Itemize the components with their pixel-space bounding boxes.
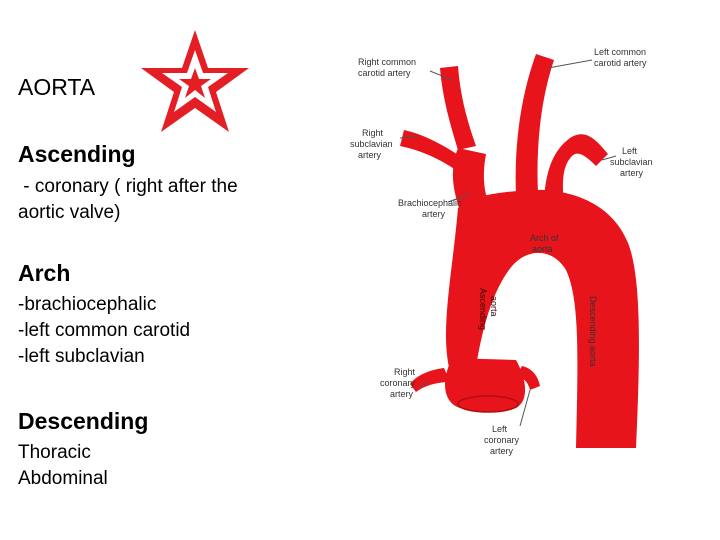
label-ascending-1: Ascending [478, 288, 488, 330]
label-ascending-2: aorta [489, 296, 499, 317]
aorta-artery-shape [400, 54, 639, 448]
label-left-subclavian-2: subclavian [610, 157, 653, 167]
label-right-subclavian-1: Right [362, 128, 384, 138]
label-right-coronary-2: coronary [380, 378, 416, 388]
heading-ascending: Ascending [18, 141, 136, 167]
label-right-common-carotid-2: carotid artery [358, 68, 411, 78]
descending-line-1: Thoracic [18, 442, 91, 463]
title-aorta: AORTA [18, 74, 96, 100]
label-left-coronary-1: Left [492, 424, 508, 434]
label-left-subclavian-1: Left [622, 146, 638, 156]
label-left-subclavian-3: artery [620, 168, 644, 178]
label-right-coronary-3: artery [390, 389, 414, 399]
label-arch-1: Arch of [530, 233, 559, 243]
descending-line-2: Abdominal [18, 468, 108, 489]
label-left-common-carotid-2: carotid artery [594, 58, 647, 68]
label-brachiocephalic-2: artery [422, 209, 446, 219]
label-left-common-carotid-1: Left common [594, 47, 646, 57]
heading-descending: Descending [18, 408, 149, 434]
ascending-line-2: aortic valve) [18, 202, 121, 223]
heading-arch: Arch [18, 260, 71, 286]
label-right-common-carotid-1: Right common [358, 57, 416, 67]
arch-line-3: -left subclavian [18, 346, 145, 367]
label-left-coronary-2: coronary [484, 435, 520, 445]
label-right-subclavian-2: subclavian [350, 139, 393, 149]
label-left-coronary-3: artery [490, 446, 514, 456]
label-right-coronary-1: Right [394, 367, 416, 377]
star-icon [141, 30, 249, 132]
arch-line-1: -brachiocephalic [18, 294, 157, 315]
ascending-line-1: - coronary ( right after the [18, 176, 238, 197]
label-brachiocephalic-1: Brachiocephalic [398, 198, 462, 208]
label-right-subclavian-3: artery [358, 150, 382, 160]
label-descending: Descending aorta [588, 296, 598, 367]
arch-line-2: -left common carotid [18, 320, 191, 341]
aorta-diagram: Right common carotid artery Left common … [350, 47, 653, 456]
label-arch-2: aorta [532, 244, 553, 254]
